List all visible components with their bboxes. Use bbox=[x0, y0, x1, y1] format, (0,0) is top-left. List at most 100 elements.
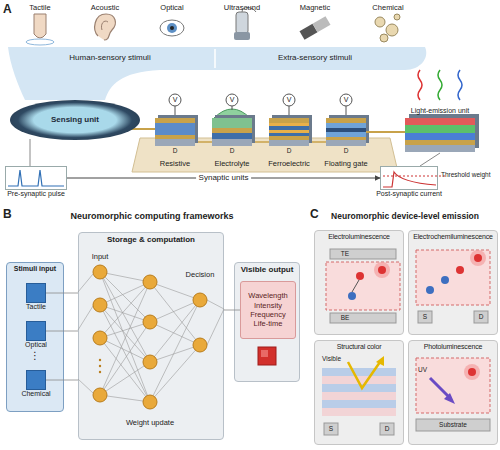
node-text: Electrochemiluminescence bbox=[409, 231, 497, 241]
voltage-circle bbox=[283, 94, 295, 106]
stimulus-label: Ultrasound bbox=[224, 3, 260, 12]
node-text: Intensity bbox=[254, 301, 282, 310]
synaptic-device: Resistive bbox=[155, 118, 195, 146]
node-text: Tactile bbox=[26, 303, 46, 311]
node-text: Electrolyte bbox=[214, 160, 249, 169]
network-panel: Storage & computation bbox=[78, 232, 224, 440]
node-text: Sensing unit bbox=[51, 115, 99, 124]
panel-letter: C bbox=[310, 207, 319, 221]
eye-pupil bbox=[170, 26, 174, 30]
panel-letter: B bbox=[3, 207, 12, 221]
ellipsis: ⋮ bbox=[30, 350, 40, 362]
emission-ray bbox=[438, 70, 442, 100]
connector bbox=[366, 131, 405, 133]
light-emission-stack: Light-emission unit bbox=[405, 118, 475, 152]
molecule-icon bbox=[394, 14, 400, 20]
edge-label: Synaptic units bbox=[196, 173, 252, 183]
ear-icon bbox=[95, 14, 116, 40]
panel-letter: A bbox=[3, 2, 12, 16]
stimulus-square: Optical bbox=[26, 321, 46, 341]
electrode-label: D bbox=[385, 425, 390, 433]
stimulus-label: Magnetic bbox=[300, 3, 330, 12]
electrode-label: TE bbox=[341, 250, 349, 258]
voltage-circle bbox=[340, 94, 352, 106]
emission-box: Electroluminescence bbox=[314, 230, 404, 335]
electrode-label: S bbox=[329, 425, 333, 433]
stimulus-label: Chemical bbox=[372, 3, 403, 12]
eye-icon bbox=[160, 20, 184, 36]
drain-label: D bbox=[173, 147, 178, 155]
layer-label: Weight update bbox=[126, 418, 174, 427]
emission-ray bbox=[458, 70, 462, 100]
synaptic-device: Electrolyte bbox=[212, 118, 252, 146]
stimulus-label: Tactile bbox=[29, 3, 50, 12]
node-text: Optical bbox=[25, 341, 47, 349]
layer-label: Decision bbox=[186, 270, 215, 279]
node-text: Resistive bbox=[160, 160, 190, 169]
electrolyte-droplet bbox=[214, 109, 250, 118]
panel-title: Neuromorphic computing frameworks bbox=[70, 211, 233, 222]
sensing-unit: Sensing unit bbox=[10, 100, 140, 140]
output-property-box: WavelengthIntensityFrequencyLife-time bbox=[240, 281, 296, 339]
input-panel: Stimuli inputTactileOpticalChemical bbox=[6, 262, 64, 412]
molecule-icon bbox=[380, 34, 388, 42]
panel-title: Neuromorphic device-level emission bbox=[331, 211, 479, 221]
output-panel: Visible outputWavelengthIntensityFrequen… bbox=[234, 262, 300, 382]
molecule-icon bbox=[375, 17, 385, 27]
magnet-icon bbox=[300, 16, 331, 40]
voltage-label: V bbox=[230, 96, 235, 104]
voltage-circle bbox=[169, 94, 181, 106]
emission-box: Photoluminescence bbox=[408, 340, 498, 445]
node-text: Stimuli input bbox=[7, 263, 63, 273]
eye-iris bbox=[167, 23, 177, 33]
connector bbox=[140, 128, 155, 130]
voltage-label: V bbox=[173, 96, 178, 104]
substrate-label: Substrate bbox=[439, 421, 467, 429]
node-text: Structural color bbox=[315, 341, 403, 351]
ear-inner bbox=[101, 21, 108, 30]
group-label: Human-sensory stimuli bbox=[69, 53, 150, 63]
probe-head bbox=[234, 32, 250, 40]
voltage-probes bbox=[169, 94, 352, 118]
ribbon-divider bbox=[214, 49, 216, 68]
hand-icon bbox=[34, 14, 46, 38]
node-text: Pre-synaptic pulse bbox=[7, 190, 65, 198]
node-text: Storage & computation bbox=[79, 233, 223, 244]
stimulus-square: Chemical bbox=[26, 370, 46, 390]
voltage-label: V bbox=[287, 96, 292, 104]
group-label: Extra-sensory stimuli bbox=[278, 53, 352, 63]
node-text: Light-emission unit bbox=[411, 107, 469, 115]
node-text: Electroluminescence bbox=[315, 231, 403, 241]
leader-line bbox=[420, 153, 440, 166]
touch-ripple bbox=[26, 39, 54, 45]
ultrasound-probe bbox=[236, 12, 248, 34]
pulse-plot: Pre-synaptic pulse bbox=[5, 166, 67, 190]
node-text: Ferroelectric bbox=[268, 160, 310, 169]
node-text: Life-time bbox=[254, 319, 283, 328]
node-text: Photoluminescence bbox=[409, 341, 497, 351]
stimulus-label: Acoustic bbox=[91, 3, 119, 12]
layer-label: Input bbox=[92, 252, 109, 261]
stimulus-label: Optical bbox=[160, 3, 183, 12]
drain-label: D bbox=[344, 147, 349, 155]
synaptic-device: Floating gate bbox=[326, 118, 366, 146]
voltage-circle bbox=[226, 94, 238, 106]
probe-wire bbox=[175, 106, 346, 118]
electrode-label: S bbox=[423, 313, 427, 321]
voltage-label: V bbox=[344, 96, 349, 104]
magnet-pole bbox=[313, 16, 331, 32]
synaptic-device: Ferroelectric bbox=[269, 118, 309, 146]
light-label: UV bbox=[418, 366, 427, 374]
leader-line bbox=[30, 139, 31, 166]
electrode-label: BE bbox=[341, 314, 350, 322]
emission-ray bbox=[418, 70, 422, 100]
node-text: Wavelength bbox=[248, 291, 287, 300]
current-plot: Post-synaptic current bbox=[380, 166, 438, 190]
drain-label: D bbox=[287, 147, 292, 155]
molecule-icon bbox=[386, 24, 398, 36]
node-text: Visible output bbox=[235, 263, 299, 274]
stimuli-ribbon bbox=[8, 47, 426, 100]
drain-label: D bbox=[230, 147, 235, 155]
electrode-label: D bbox=[479, 313, 484, 321]
